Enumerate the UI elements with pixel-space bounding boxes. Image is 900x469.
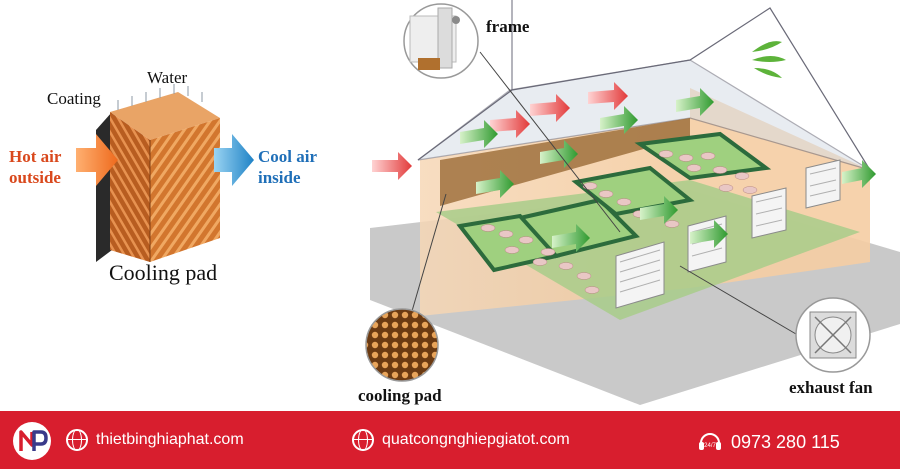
cool-air-arrow bbox=[214, 134, 254, 186]
label-hot-air: Hot air outside bbox=[9, 146, 61, 188]
label-cool-air-line2: inside bbox=[258, 168, 301, 187]
label-water: Water bbox=[147, 68, 188, 87]
cooling-pad-callout bbox=[365, 193, 447, 382]
label-frame: frame bbox=[486, 17, 530, 36]
cooling-system-illustration bbox=[76, 0, 900, 405]
support-24-7-icon: 24/7 bbox=[699, 433, 721, 450]
brand-logo-icon bbox=[13, 422, 51, 460]
label-cool-air: Cool air inside bbox=[258, 146, 317, 188]
website-2-text: quatcongnghiepgiatot.com bbox=[382, 431, 570, 448]
label-cooling-pad-main: Cooling pad bbox=[109, 260, 218, 285]
exhaust-fan-callout bbox=[679, 265, 871, 373]
label-cooling-pad: cooling pad bbox=[358, 386, 442, 405]
hotline[interactable]: 24/7 0973 280 115 bbox=[697, 429, 840, 455]
globe-icon bbox=[352, 429, 374, 451]
globe-icon bbox=[66, 429, 88, 451]
label-cool-air-line1: Cool air bbox=[258, 147, 318, 166]
website-1-text: thietbinghiaphat.com bbox=[96, 431, 244, 448]
label-hot-air-line1: Hot air bbox=[9, 147, 62, 166]
website-link-2[interactable]: quatcongnghiepgiatot.com bbox=[352, 429, 570, 451]
frame-callout bbox=[403, 3, 621, 233]
hot-air-arrow bbox=[76, 134, 118, 186]
leaf-logo bbox=[752, 41, 786, 78]
label-hot-air-line2: outside bbox=[9, 168, 61, 187]
website-link-1[interactable]: thietbinghiaphat.com bbox=[66, 429, 244, 451]
footer-bar: thietbinghiaphat.com quatcongnghiepgiato… bbox=[0, 411, 900, 469]
cooling-pad-block bbox=[96, 84, 220, 262]
label-coating: Coating bbox=[47, 89, 101, 108]
roof bbox=[417, 59, 871, 171]
label-exhaust-fan: exhaust fan bbox=[789, 378, 873, 397]
support-badge-text: 24/7 bbox=[704, 443, 716, 449]
phone-number: 0973 280 115 bbox=[731, 431, 840, 452]
barn-illustration bbox=[370, 0, 900, 405]
